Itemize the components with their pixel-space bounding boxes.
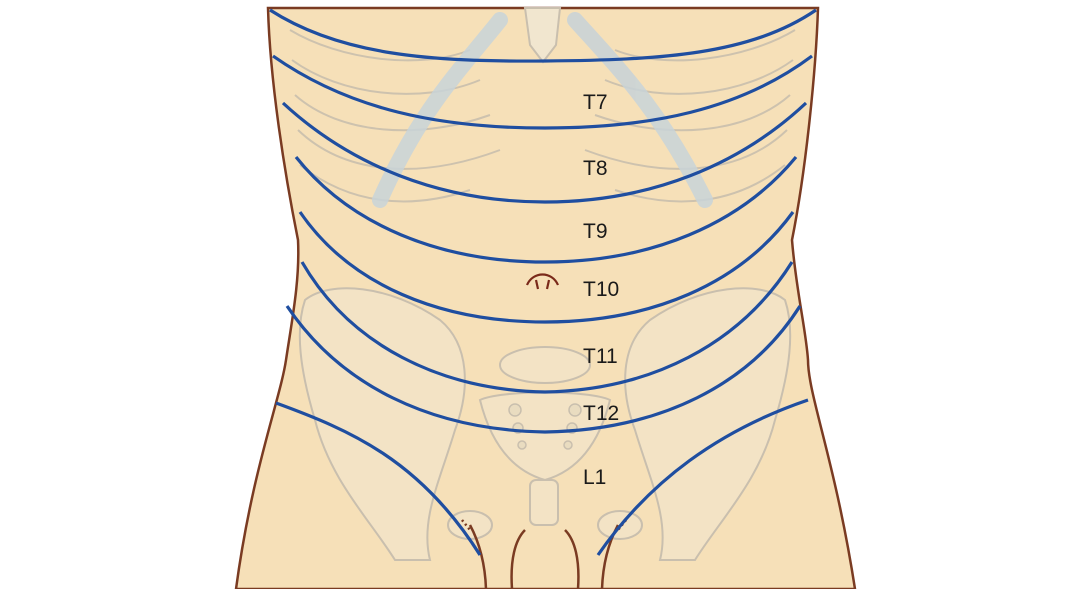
label-t10: T10 [583,278,619,301]
label-t8: T8 [583,157,608,180]
label-t9: T9 [583,220,608,243]
label-t7: T7 [583,91,608,114]
label-l1: L1 [583,466,606,489]
label-t12: T12 [583,402,619,425]
label-t11: T11 [583,345,618,368]
